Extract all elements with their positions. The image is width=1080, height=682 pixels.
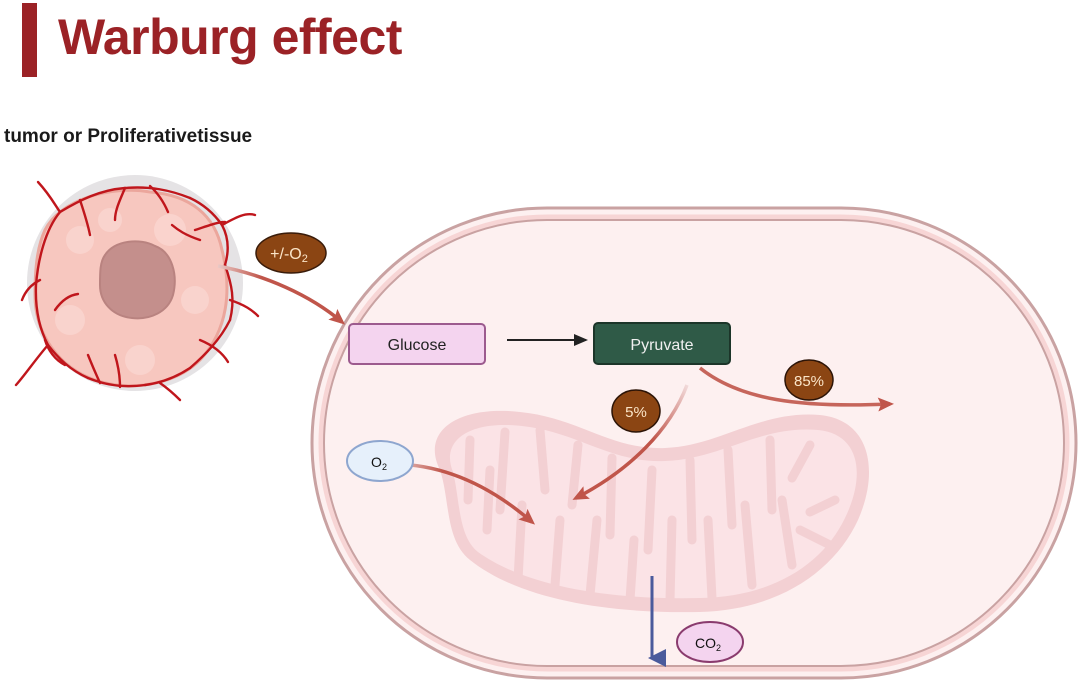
svg-text:O2: O2 bbox=[371, 454, 387, 472]
svg-text:+/-O2: +/-O2 bbox=[270, 246, 308, 265]
mitochondrial-flux-arrow bbox=[572, 384, 689, 500]
oxygen-condition-badge: +/-O2 bbox=[255, 232, 327, 274]
oxygen-uptake-arrow bbox=[394, 462, 536, 525]
cell bbox=[310, 206, 1078, 680]
tumor-illustration bbox=[14, 175, 260, 402]
mitochondrion-cristae bbox=[463, 425, 840, 605]
tumor-necrotic-core bbox=[98, 240, 176, 320]
page-title: Warburg effect bbox=[58, 9, 402, 65]
co2-molecule: CO2 bbox=[676, 621, 744, 663]
svg-text:CO2: CO2 bbox=[695, 635, 721, 653]
glycolytic-flux-badge: 85% bbox=[784, 359, 834, 401]
glucose-label: Glucose bbox=[388, 337, 447, 354]
mitochondrial-flux-label: 5% bbox=[625, 404, 647, 421]
co2-subscript: 2 bbox=[716, 643, 721, 653]
pyruvate-node: Pyruvate bbox=[593, 322, 731, 365]
oxygen-text: O bbox=[371, 454, 382, 470]
co2-text: CO bbox=[695, 635, 716, 651]
oxygen-subscript: 2 bbox=[382, 462, 387, 472]
oxygen-condition-text: +/-O bbox=[270, 246, 302, 263]
glycolytic-flux-label: 85% bbox=[794, 373, 824, 390]
mitochondrial-flux-badge: 5% bbox=[611, 389, 661, 433]
mitochondrion bbox=[434, 410, 870, 613]
oxygen-condition-subscript: 2 bbox=[302, 253, 308, 265]
pyruvate-label: Pyruvate bbox=[630, 337, 693, 354]
oxygen-supply-arrow bbox=[217, 264, 346, 325]
glycolytic-flux-arrow bbox=[698, 366, 894, 412]
glucose-node: Glucose bbox=[348, 323, 486, 365]
section-subtitle: tumor or Proliferativetissue bbox=[4, 126, 253, 147]
tumor-blood-vessels bbox=[14, 180, 260, 402]
oxygen-molecule: O2 bbox=[346, 440, 414, 482]
title-accent-bar bbox=[22, 3, 37, 77]
